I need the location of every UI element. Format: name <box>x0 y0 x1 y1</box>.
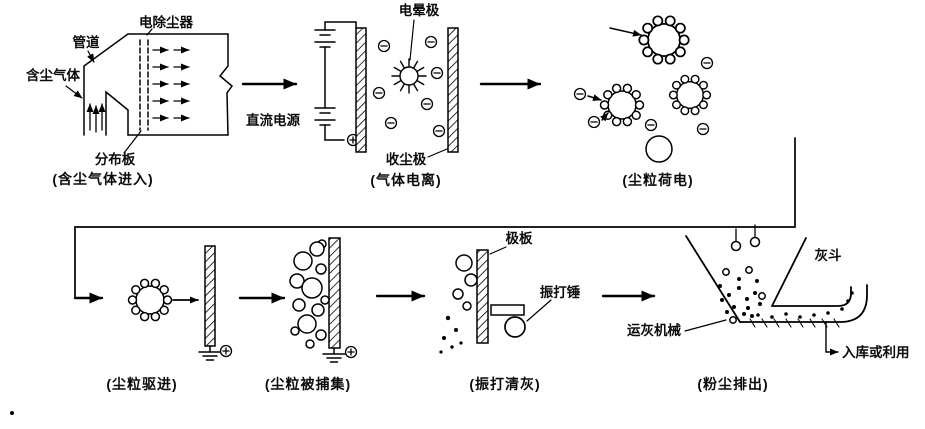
gas-flow-arrows <box>86 46 190 133</box>
caption-dust-discharge: (粉尘排出) <box>697 376 768 392</box>
inlet-duct-drawing <box>83 33 234 136</box>
corona-electrode-icon <box>391 58 427 94</box>
charged-particle-icon <box>599 83 645 127</box>
label-electrode-plate: 极板 <box>506 230 534 246</box>
ground-icon <box>322 347 346 363</box>
collecting-plate <box>204 245 216 347</box>
plate-leader-line <box>489 246 507 255</box>
caption-gas-ionization: (气体电离) <box>370 172 441 188</box>
label-dc-power: 直流电源 <box>246 112 300 128</box>
pipe-hatch-ticks <box>749 318 840 328</box>
electron-arrows <box>587 27 642 122</box>
ash-conveyor-pipe <box>739 284 868 328</box>
panel-migration: (尘粒驱进) <box>106 245 233 392</box>
collecting-plate <box>328 237 341 349</box>
pipe-break-symbol <box>218 33 234 136</box>
label-ash-conveyor: 运灰机械 <box>627 322 681 338</box>
caption-particle-capture: (尘粒被捕集) <box>265 376 351 392</box>
inlet-leader-lines <box>65 28 153 154</box>
ash-hopper-drawing <box>685 235 807 323</box>
ground-icon <box>198 345 222 361</box>
uncharged-particle-icon <box>645 135 673 163</box>
panel-inlet: 电除尘器 管道 含尘气体 分布板 (含尘气体进入) <box>26 14 234 187</box>
falling-dust-dots <box>439 315 463 354</box>
panel-capture: (尘粒被捕集) <box>265 237 358 392</box>
collector-leader-line <box>427 148 448 158</box>
caption-gas-entering: (含尘气体进入) <box>52 171 153 187</box>
label-precipitator: 电除尘器 <box>139 14 193 30</box>
dropping-particles <box>730 224 761 252</box>
dust-in-pipe-dots <box>756 291 854 319</box>
stray-mark <box>10 411 14 415</box>
label-distribution-plate: 分布板 <box>95 151 136 167</box>
collecting-plate-left <box>355 27 367 153</box>
panel-ionization: 电晕极 直流电源 收尘极 (气体电离) <box>246 2 459 188</box>
conveyor-leader-line <box>684 319 727 332</box>
label-ash-hopper: 灰斗 <box>815 247 843 263</box>
label-collecting-electrode: 收尘极 <box>386 151 427 167</box>
corona-leader-line <box>409 19 415 61</box>
dc-battery-icon <box>314 21 357 141</box>
captured-particles <box>289 239 330 349</box>
label-rapping-hammer: 振打锤 <box>540 284 581 300</box>
panel-discharge: 灰斗 运灰机械 入库或利用 (粉尘排出) <box>627 224 910 392</box>
label-corona-electrode: 电晕极 <box>399 2 440 18</box>
row-connector-line <box>74 137 796 299</box>
label-dusty-gas: 含尘气体 <box>26 67 80 83</box>
panel-rapping: 极板 振打锤 (振打清灰) <box>439 230 581 392</box>
label-duct: 管道 <box>73 34 100 50</box>
rapping-hammer-icon <box>490 299 552 338</box>
plus-charge-icon <box>344 345 358 359</box>
caption-rapping-cleaning: (振打清灰) <box>469 376 540 392</box>
panel-charging: (尘粒荷电) <box>573 15 714 188</box>
falling-dust-particles <box>452 254 478 311</box>
collected-dust-circles <box>722 266 766 324</box>
caption-particle-charging: (尘粒荷电) <box>622 172 693 188</box>
collecting-plate-right <box>447 27 459 153</box>
caption-particle-migration: (尘粒驱进) <box>106 376 177 392</box>
label-storage-or-use: 入库或利用 <box>842 344 910 360</box>
outlet-connector <box>825 321 839 356</box>
charged-particle-icon <box>638 15 690 65</box>
charged-particle-icon <box>127 278 173 322</box>
charged-particle-icon <box>668 74 712 116</box>
electrode-plate <box>476 249 489 344</box>
plus-charge-icon <box>219 344 233 358</box>
collected-dust-dots <box>718 277 762 318</box>
